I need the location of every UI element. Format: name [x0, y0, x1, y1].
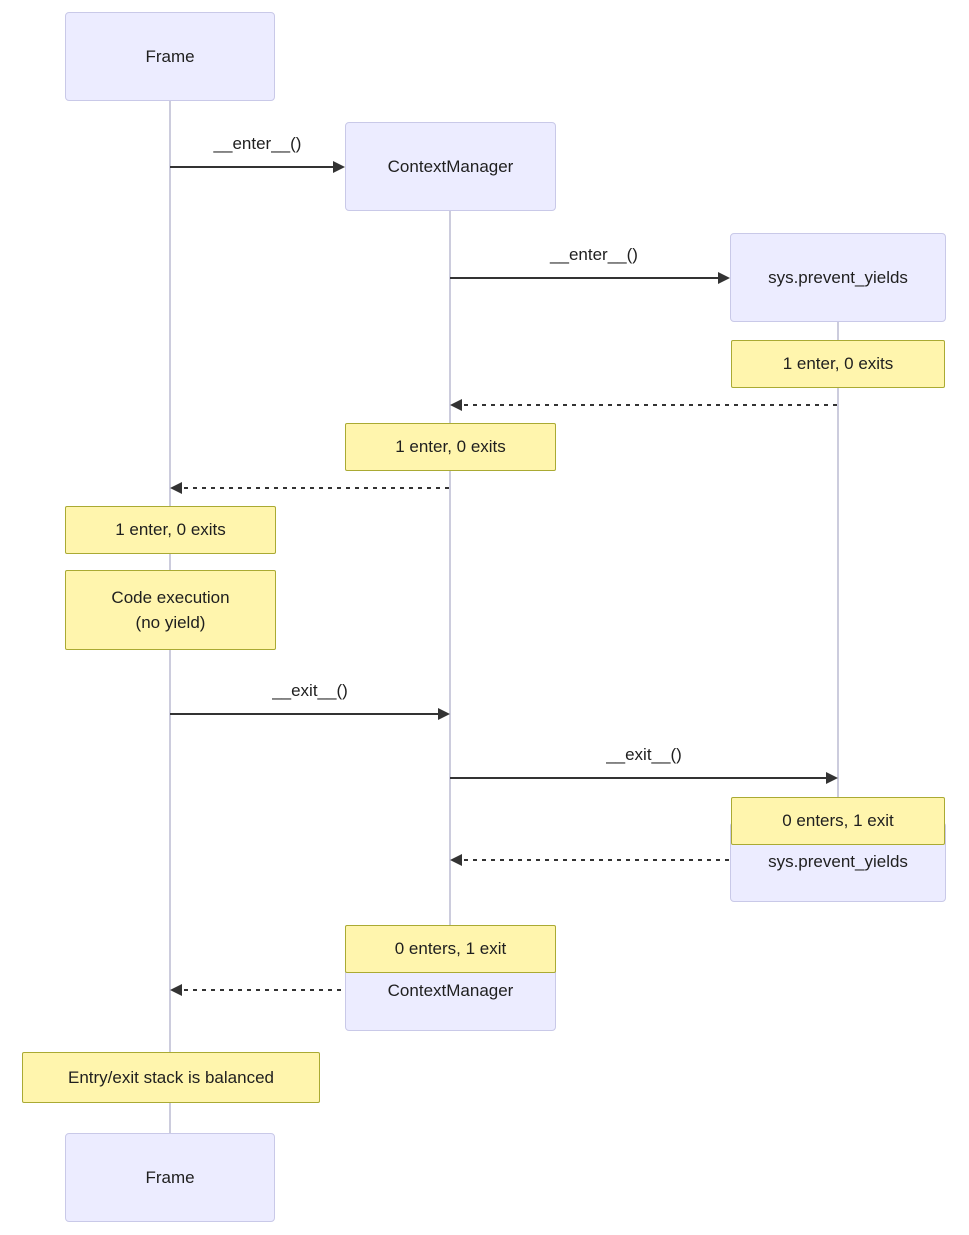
note-text: 1 enter, 0 exits [395, 437, 506, 457]
return-arrow-contextmanager-to-frame [170, 482, 450, 494]
participant-sys-prevent-yields-top: sys.prevent_yields [730, 233, 946, 322]
arrowhead-icon [170, 984, 182, 996]
note-text: 1 enter, 0 exits [782, 354, 894, 374]
message-line [175, 989, 345, 991]
message-line [455, 404, 838, 406]
exit-arrow-contextmanager-to-sys-prevent-yields [450, 772, 838, 784]
participant-label: ContextManager [387, 981, 514, 1000]
destroy-return-arrow-sys-prevent-yields-to-contextmanager [450, 854, 730, 866]
note-cm-exit-count: 0 enters, 1 exit [345, 925, 556, 973]
arrowhead-icon [826, 772, 838, 784]
message-label-cm-enter: __enter__() [550, 245, 638, 264]
participant-label: sys.prevent_yields [768, 852, 908, 871]
note-text-line2: (no yield) [135, 613, 206, 632]
participant-contextmanager-top: ContextManager [345, 122, 556, 211]
note-text: 1 enter, 0 exits [115, 520, 226, 540]
contextmanager-lifeline [449, 211, 451, 951]
note-code-execution: Code execution (no yield) [65, 570, 276, 650]
participant-label: ContextManager [387, 156, 514, 176]
message-line [175, 487, 450, 489]
message-line [170, 713, 445, 715]
message-line [455, 859, 730, 861]
note-text: 0 enters, 1 exit [782, 811, 894, 831]
message-line [170, 166, 340, 168]
message-line [450, 777, 833, 779]
arrowhead-icon [333, 161, 345, 173]
participant-label: Frame [145, 46, 195, 66]
message-label-frame-exit: __exit__() [272, 681, 348, 700]
arrowhead-icon [718, 272, 730, 284]
note-stack-balanced: Entry/exit stack is balanced [22, 1052, 320, 1103]
message-label-cm-exit: __exit__() [606, 745, 682, 764]
note-text: Entry/exit stack is balanced [68, 1067, 274, 1087]
return-arrow-sys-prevent-yields-to-contextmanager [450, 399, 838, 411]
arrowhead-icon [450, 399, 462, 411]
arrowhead-icon [450, 854, 462, 866]
enter-arrow-frame-to-contextmanager [170, 161, 345, 173]
note-text-line1: Code execution [111, 587, 230, 607]
exit-arrow-frame-to-contextmanager [170, 708, 450, 720]
note-spy-enter-count: 1 enter, 0 exits [731, 340, 945, 388]
note-spy-exit-count: 0 enters, 1 exit [731, 797, 945, 845]
note-frame-enter-count: 1 enter, 0 exits [65, 506, 276, 554]
arrowhead-icon [438, 708, 450, 720]
message-line [450, 277, 725, 279]
note-text: 0 enters, 1 exit [394, 939, 507, 959]
participant-label: sys.prevent_yields [768, 267, 908, 287]
destroy-return-arrow-contextmanager-to-frame [170, 984, 345, 996]
message-label-frame-enter: __enter__() [213, 134, 302, 153]
participant-frame-top: Frame [65, 12, 275, 101]
note-cm-enter-count: 1 enter, 0 exits [345, 423, 556, 471]
participant-frame-bottom: Frame [65, 1133, 275, 1222]
participant-label: Frame [145, 1167, 195, 1187]
enter-arrow-contextmanager-to-sys-prevent-yields [450, 272, 730, 284]
sys-prevent-yields-lifeline [837, 322, 839, 822]
arrowhead-icon [170, 482, 182, 494]
